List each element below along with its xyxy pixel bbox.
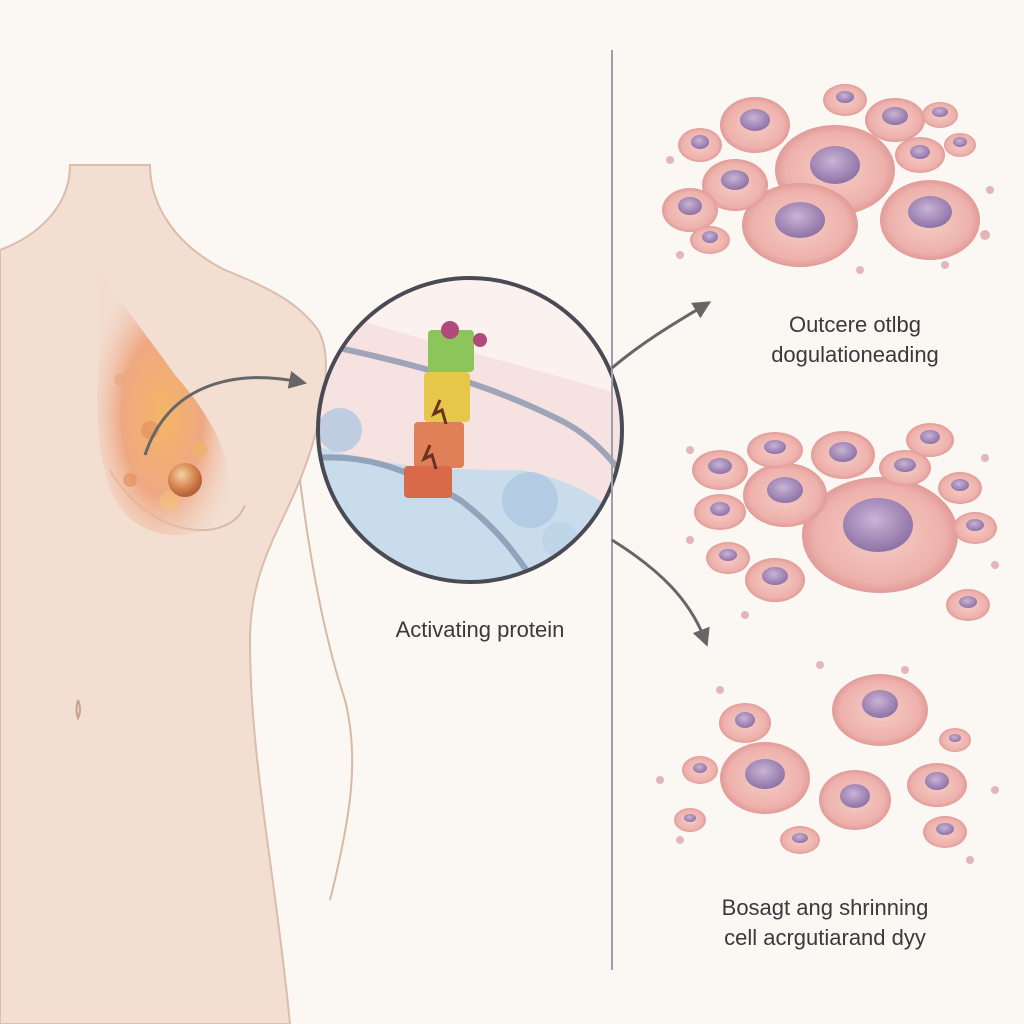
cell	[720, 97, 790, 153]
cell	[907, 763, 967, 807]
cell	[674, 808, 706, 832]
cell	[678, 128, 722, 162]
cell	[706, 542, 750, 574]
cell	[747, 432, 803, 468]
shrinking-cell-label: Bosagt ang shrinning cell acrgutiarand d…	[675, 893, 975, 953]
cell-debris	[656, 156, 999, 864]
cell	[662, 188, 718, 232]
cell	[690, 226, 730, 254]
cell	[880, 180, 980, 260]
cell	[922, 102, 958, 128]
torso-body	[0, 164, 327, 1024]
arrow-to-outcome-middle	[611, 538, 710, 647]
cell	[823, 84, 867, 116]
cell	[682, 756, 718, 784]
activating-protein-label: Activating protein	[395, 617, 565, 642]
cell	[938, 472, 982, 504]
arrow-to-outcome-top	[611, 301, 712, 370]
cell	[742, 183, 858, 267]
cell	[694, 494, 746, 530]
tumor-mass	[168, 463, 202, 497]
cell-cluster-top	[662, 84, 980, 267]
outcome-label: Outcere otlbg dogulationeading	[730, 310, 980, 370]
cell	[745, 558, 805, 602]
outcome-label-line2: dogulationeading	[771, 342, 939, 367]
cell-cluster-middle	[692, 423, 997, 621]
cell	[692, 450, 748, 490]
cell	[719, 703, 771, 743]
shrinking-cell-label-line2: cell acrgutiarand dyy	[724, 925, 926, 950]
arrow-to-zoom	[143, 371, 308, 456]
cell	[819, 770, 891, 830]
cell	[802, 477, 958, 593]
activating-protein-icon	[404, 321, 487, 498]
cell	[720, 742, 810, 814]
cell	[923, 816, 967, 848]
arm-contour	[299, 479, 354, 901]
cell-cluster-bottom	[674, 674, 971, 854]
shrinking-cell-label-line1: Bosagt ang shrinning	[721, 895, 929, 920]
cell	[743, 463, 827, 527]
cell	[780, 826, 820, 854]
cell	[811, 431, 875, 479]
cell	[865, 98, 925, 142]
cell	[939, 728, 971, 752]
torso-figure	[0, 164, 354, 1024]
zoom-inset	[316, 276, 624, 584]
cell	[879, 450, 931, 486]
cell	[906, 423, 954, 457]
cell	[895, 137, 945, 173]
navel	[75, 699, 81, 721]
cell	[832, 674, 928, 746]
outcome-label-line1: Outcere otlbg	[788, 312, 922, 337]
cell	[944, 133, 976, 157]
cell	[953, 512, 997, 544]
cell	[946, 589, 990, 621]
cell	[702, 159, 768, 211]
